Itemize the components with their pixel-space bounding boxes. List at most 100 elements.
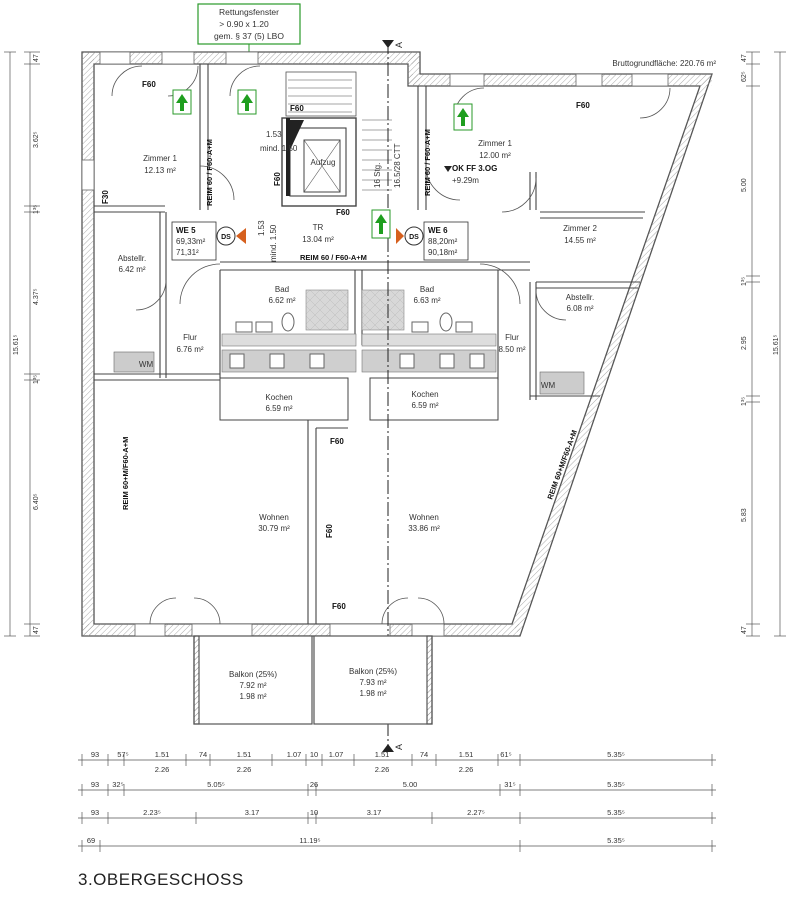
sanitary-fixtures: [113, 289, 585, 395]
room-name: Balkon (25%): [229, 670, 277, 679]
dim-label: 2.26: [375, 765, 390, 774]
f30-label: F30: [101, 190, 110, 204]
f60-label: F60: [332, 602, 346, 611]
dim-label: 5.83: [741, 508, 748, 522]
corridor-width: 1.53: [257, 220, 266, 236]
room-name: Zimmer 1: [143, 154, 177, 163]
wm-label: WM: [541, 381, 556, 390]
dim-label: 3.17: [367, 808, 382, 817]
note-line-2: > 0.90 x 1.20: [219, 19, 269, 29]
floor-title: 3.OBERGESCHOSS: [78, 870, 244, 889]
staircase: Aufzug: [285, 71, 392, 196]
dim-label: 5.00: [741, 178, 748, 192]
room-area: 33.86 m²: [408, 524, 440, 533]
unit-we6: WE 6 88,20m² 90,18m²: [423, 221, 469, 261]
room-area: 12.13 m²: [144, 166, 176, 175]
room-name: Zimmer 1: [478, 139, 512, 148]
dim-label: 5.35⁵: [607, 750, 625, 759]
room-area: 8.50 m²: [498, 345, 525, 354]
note-line-3: gem. § 37 (5) LBO: [214, 31, 284, 41]
section-mark-top: A: [394, 42, 404, 48]
room-area: 14.55 m²: [564, 236, 596, 245]
windows: [81, 51, 669, 637]
room-area: 12.00 m²: [479, 151, 511, 160]
room-area-effective: 1.98 m²: [239, 692, 266, 701]
level-line-1: OK FF 3.OG: [452, 164, 497, 173]
dim-label: 1³⁵: [33, 205, 40, 214]
dim-label: 2.27⁵: [467, 808, 485, 817]
section-mark-bottom: A: [394, 744, 404, 750]
room-area: 6.63 m²: [413, 296, 440, 305]
reim-label: REIM 60 / F60-A+M: [423, 129, 432, 196]
dim-label: 2.26: [155, 765, 170, 774]
dim-label: 1³⁵: [741, 397, 748, 406]
dim-label: 3.62⁵: [33, 131, 40, 148]
unit-we5: WE 5 69,33m² 71,31²: [171, 221, 217, 261]
dim-label: 93: [91, 780, 99, 789]
smoke-detectors: DS DS: [216, 226, 424, 246]
dimension-right-labels: 47 62⁵ 5.00 1³⁵ 2.95 1³⁵ 5.83 47 15.61⁵: [741, 54, 780, 634]
room-area: 30.79 m²: [258, 524, 290, 533]
corridor-min-width: mind. 1.50: [269, 224, 278, 262]
dim-label: 47: [741, 54, 748, 62]
room-name: Wohnen: [409, 513, 439, 522]
room-area: 7.92 m²: [239, 681, 266, 690]
room-area: 6.59 m²: [265, 404, 292, 413]
dim-total: 15.61⁵: [13, 334, 20, 355]
room-name: Flur: [183, 333, 197, 342]
dim-label: 1.07: [329, 750, 344, 759]
ds-arrow-icon: [396, 228, 404, 244]
stair-width: 1.53: [266, 130, 282, 139]
dim-label: 1.07: [287, 750, 302, 759]
dim-label: 1³⁵: [33, 375, 40, 384]
dim-label: 74: [199, 750, 207, 759]
room-area: 13.04 m²: [302, 235, 334, 244]
f60-label: F60: [273, 172, 282, 186]
balconies: [193, 635, 433, 725]
ds-label-left: DS: [221, 234, 231, 241]
dim-label: 1.51: [459, 750, 474, 759]
section-line: A A: [382, 40, 404, 752]
dim-label: 1³⁵: [741, 277, 748, 286]
dim-label: 10: [310, 750, 318, 759]
dim-label: 4.37⁵: [33, 288, 40, 305]
room-name: Balkon (25%): [349, 667, 397, 676]
we6-name: WE 6: [428, 226, 448, 235]
f60-label: F60: [325, 524, 334, 538]
escape-arrows: [172, 89, 473, 239]
we5-area1: 69,33m²: [176, 237, 206, 246]
rescue-window-note: Rettungsfenster > 0.90 x 1.20 gem. § 37 …: [197, 3, 301, 58]
dim-label: 74: [420, 750, 428, 759]
dim-label: 93: [91, 808, 99, 817]
room-area: 6.42 m²: [118, 265, 145, 274]
dim-label: 5.35⁵: [607, 808, 625, 817]
escape-arrow-icon: [453, 103, 473, 131]
reim-label: REIM 60+M/F60-A+M: [121, 437, 130, 510]
dim-label: 2.26: [459, 765, 474, 774]
dim-label: 26: [310, 780, 318, 789]
room-name: Wohnen: [259, 513, 289, 522]
elevator-label: Aufzug: [311, 158, 336, 167]
room-name: TR: [313, 223, 324, 232]
we5-name: WE 5: [176, 226, 196, 235]
dim-label: 47: [33, 626, 40, 634]
dim-label: 47: [33, 54, 40, 62]
room-name: Kochen: [265, 393, 292, 402]
dim-label: 2.26: [237, 765, 252, 774]
dimension-bottom-labels: 93 57⁵ 1.51 74 1.51 1.07 10 1.07 1.51 74…: [87, 750, 625, 845]
escape-arrow-icon: [172, 89, 192, 115]
room-area: 6.76 m²: [176, 345, 203, 354]
we6-area2: 90,18m²: [428, 248, 458, 257]
dim-label: 57⁵: [117, 750, 128, 759]
room-name: Bad: [420, 285, 434, 294]
dim-label: 5.35⁵: [607, 836, 625, 845]
f60-label: F60: [290, 104, 304, 113]
dim-label: 32⁵: [112, 780, 123, 789]
dim-label: 2.23⁵: [143, 808, 161, 817]
dim-label: 31⁵: [504, 780, 515, 789]
reim-label: REIM 60 / F60-A+M: [300, 253, 367, 262]
room-name: Flur: [505, 333, 519, 342]
stair-min-width: mind. 1.50: [260, 144, 298, 153]
room-labels: Zimmer 1 12.13 m² Zimmer 1 12.00 m² Zimm…: [118, 139, 598, 701]
